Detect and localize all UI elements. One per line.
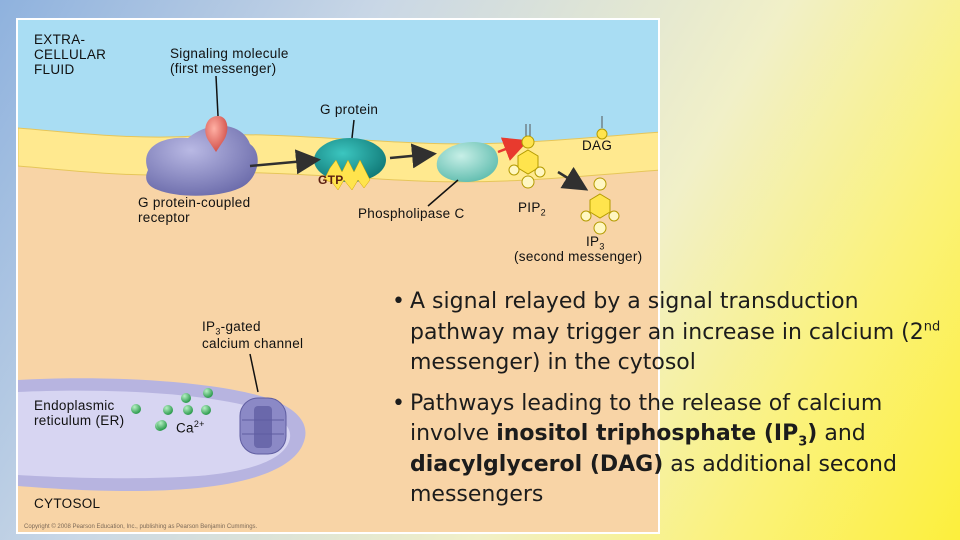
dag-pip2-molecule: [508, 116, 608, 189]
leader-signaling-molecule: [215, 75, 219, 117]
label-endoplasmic-reticulum: Endoplasmic reticulum (ER): [34, 398, 125, 428]
label-extracellular-fluid: EXTRA- CELLULAR FLUID: [34, 32, 107, 77]
arrow-to-ip3: [557, 166, 589, 191]
label-signaling-molecule: Signaling molecule (first messenger): [170, 46, 289, 76]
diagram-artwork: [18, 20, 658, 492]
label-calcium-ion: Ca2+: [176, 419, 205, 436]
extracellular-region: [18, 20, 658, 144]
arrow-g-protein-to-plc: [389, 143, 437, 169]
signaling-molecule: [205, 116, 228, 152]
label-g-protein: G protein: [320, 102, 379, 117]
ip3-molecule: [580, 177, 620, 235]
label-second-messenger: (second messenger): [514, 249, 643, 264]
label-gtp: GTP: [318, 173, 344, 187]
label-phospholipase-c: Phospholipase C: [358, 206, 465, 221]
ip3-gated-calcium-channel: [239, 397, 287, 455]
bullet-item-1: A signal relayed by a signal transductio…: [390, 287, 950, 379]
calcium-ions: [131, 388, 213, 431]
label-ip3-gated: IP3-gated: [202, 319, 261, 337]
bullet-item-2: Pathways leading to the release of calci…: [390, 389, 950, 511]
label-gpcr: G protein-coupled receptor: [138, 195, 251, 225]
label-ip3: IP3: [586, 234, 605, 252]
leader-phospholipase: [427, 179, 459, 207]
label-pip2: PIP2: [518, 200, 546, 218]
g-protein-coupled-receptor: [146, 125, 258, 196]
label-dag: DAG: [582, 138, 613, 153]
bullet-list: A signal relayed by a signal transductio…: [390, 287, 950, 521]
copyright-notice: Copyright © 2008 Pearson Education, Inc.…: [24, 524, 258, 530]
signal-transduction-diagram: EXTRA- CELLULAR FLUID Signaling molecule…: [16, 18, 660, 534]
arrow-receptor-to-g-protein: [249, 149, 321, 175]
leader-calcium-channel: [249, 353, 259, 393]
leader-g-protein: [351, 119, 355, 139]
label-cytosol: CYTOSOL: [34, 496, 101, 511]
gtp-burst: [323, 159, 371, 191]
er-lumen: [18, 390, 291, 479]
phospholipase-c: [436, 141, 499, 182]
arrow-plc-to-pip2: [497, 137, 529, 161]
label-calcium-channel: calcium channel: [202, 336, 304, 351]
